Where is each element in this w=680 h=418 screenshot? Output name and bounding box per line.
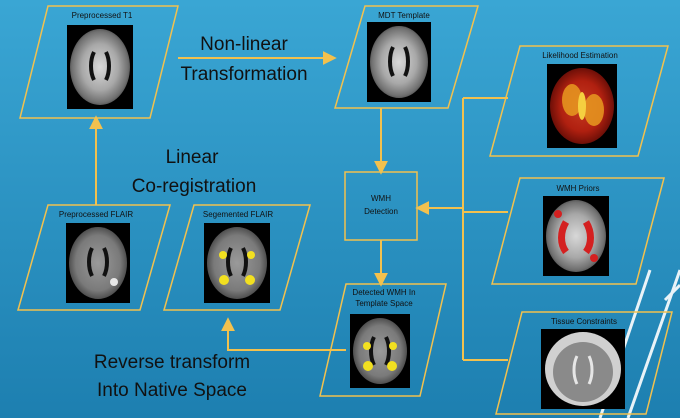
node-title-line2: Detection <box>364 207 398 216</box>
label-reverse-line2: Into Native Space <box>97 380 247 401</box>
node-title: Likelihood Estimation <box>542 51 618 60</box>
node-title: WMH Priors <box>556 184 599 193</box>
label-nonlinear-line1: Non-linear <box>200 34 288 55</box>
node-title: Tissue Constraints <box>551 317 617 326</box>
brain-scan-image <box>543 196 609 276</box>
brain-scan-image <box>350 314 410 388</box>
node-title: Segemented FLAIR <box>203 210 273 219</box>
label-nonlinear-line2: Transformation <box>180 64 307 85</box>
node-title: Preprocessed T1 <box>72 11 133 20</box>
brain-scan-image <box>547 64 617 148</box>
node-title: Preprocessed FLAIR <box>59 210 133 219</box>
brain-scan-image <box>67 25 133 109</box>
node-title-line2: Template Space <box>355 299 413 308</box>
brain-scan-image <box>204 223 270 303</box>
label-reverse-line1: Reverse transform <box>94 352 250 373</box>
node-title-line1: Detected WMH In <box>352 288 415 297</box>
brain-scan-image <box>66 223 130 303</box>
brain-scan-image <box>541 329 625 409</box>
label-linear-line2: Co-registration <box>132 176 257 197</box>
brain-scan-image <box>367 22 431 102</box>
node-title: MDT Template <box>378 11 430 20</box>
node-title-line1: WMH <box>371 194 391 203</box>
label-linear-line1: Linear <box>166 147 219 168</box>
